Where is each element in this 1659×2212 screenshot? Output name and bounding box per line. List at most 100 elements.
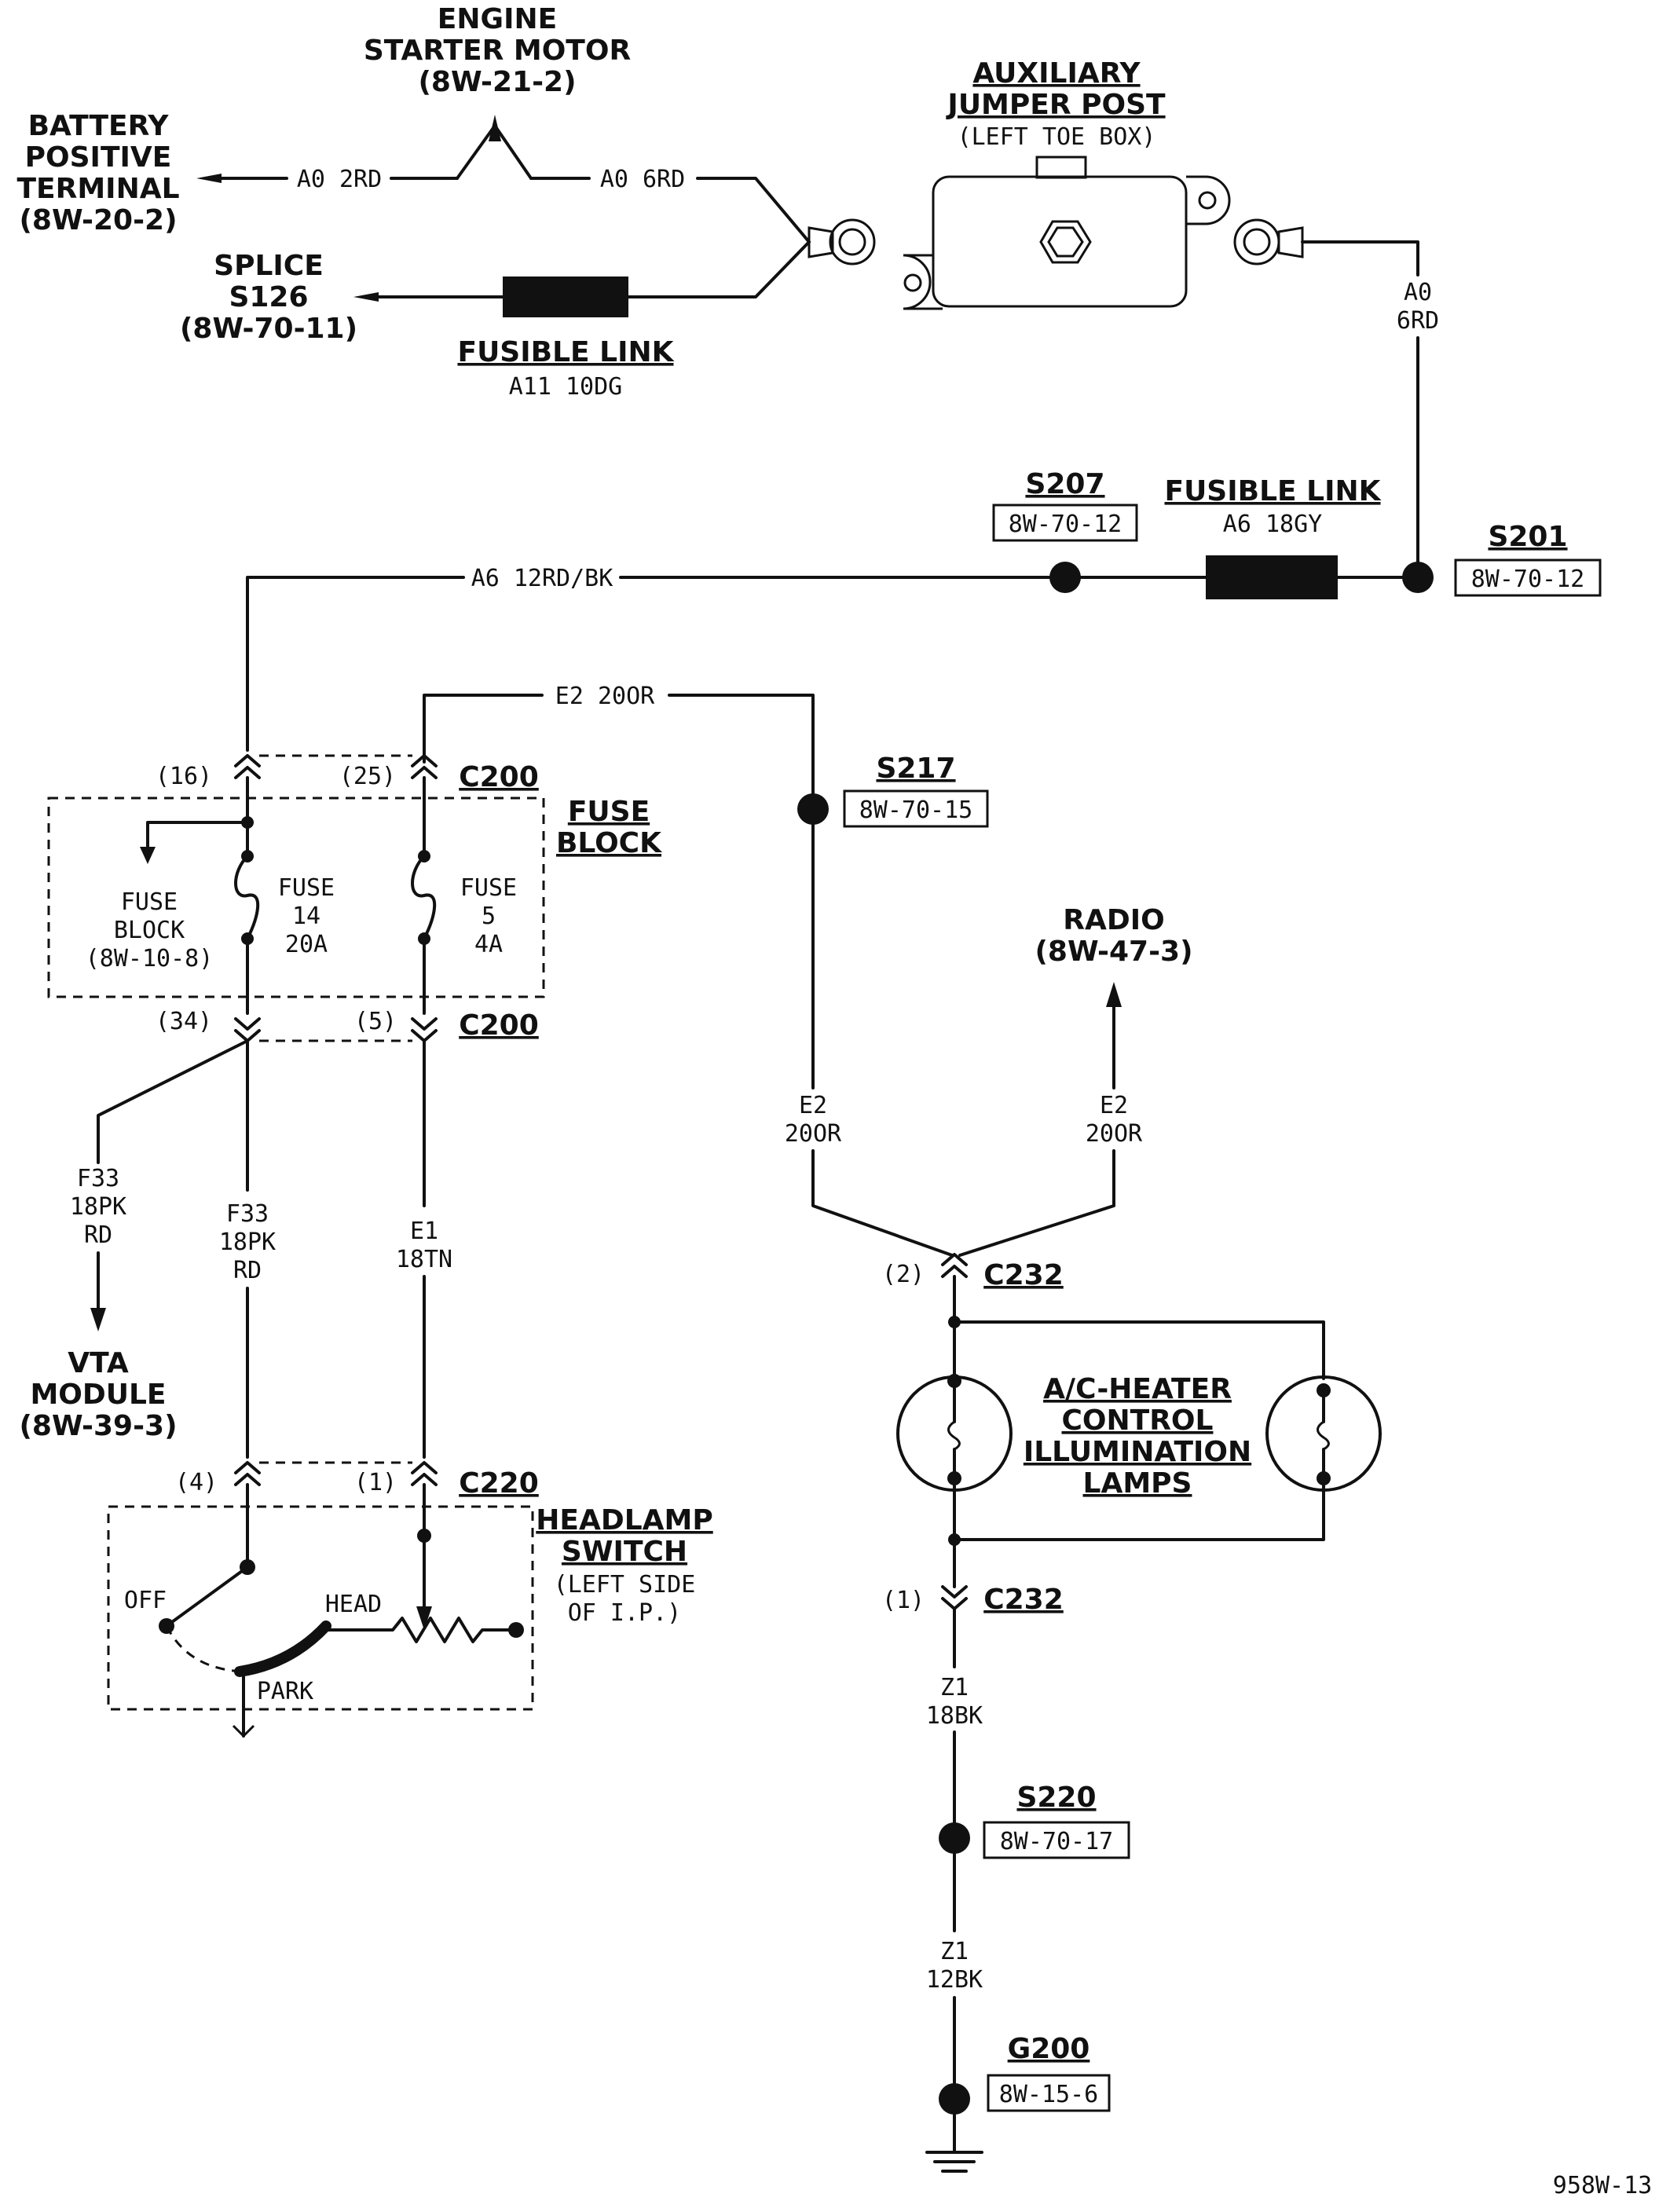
wire-z1-12bk: Z1 12BK (926, 1837, 983, 2100)
svg-text:(5): (5) (354, 1008, 397, 1035)
vta-module-label: VTA MODULE (8W-39-3) (19, 1347, 177, 1442)
svg-text:8W-70-12: 8W-70-12 (1009, 511, 1122, 538)
svg-text:S201: S201 (1488, 521, 1567, 553)
svg-text:VTA: VTA (68, 1347, 129, 1379)
svg-text:18BK: 18BK (926, 1702, 983, 1730)
svg-text:E2: E2 (799, 1092, 827, 1119)
svg-text:BLOCK: BLOCK (556, 827, 662, 859)
svg-text:(34): (34) (156, 1008, 212, 1035)
svg-text:6RD: 6RD (1397, 307, 1439, 335)
headlamp-switch: HEADLAMP SWITCH (LEFT SIDE OF I.P.) OFF … (107, 1483, 713, 1738)
svg-text:E2: E2 (1100, 1092, 1128, 1119)
svg-text:S126: S126 (229, 281, 308, 313)
svg-text:FUSE: FUSE (568, 796, 650, 828)
wire-a0-2rd: A0 2RD A0 6RD (196, 115, 811, 244)
svg-text:A11 10DG: A11 10DG (509, 373, 623, 401)
svg-text:18PK: 18PK (219, 1229, 276, 1256)
svg-text:(LEFT TOE BOX): (LEFT TOE BOX) (958, 123, 1156, 151)
svg-text:(25): (25) (339, 763, 396, 790)
svg-text:F33: F33 (226, 1200, 269, 1228)
wire-a0-6rd-vertical: A0 6RD (1301, 240, 1439, 579)
svg-text:CONTROL: CONTROL (1062, 1404, 1214, 1437)
wire-e1-18tn: E1 18TN (396, 1039, 452, 1459)
svg-text:20A: 20A (285, 931, 328, 958)
svg-text:OFF: OFF (124, 1587, 167, 1614)
svg-text:12BK: 12BK (926, 1966, 983, 1994)
svg-text:BLOCK: BLOCK (114, 917, 185, 944)
svg-text:G200: G200 (1008, 2033, 1090, 2065)
svg-text:S220: S220 (1016, 1782, 1096, 1814)
fusible-link-a6: FUSIBLE LINK A6 18GY (1064, 475, 1419, 599)
svg-text:FUSE: FUSE (121, 888, 178, 916)
svg-text:18TN: 18TN (396, 1246, 452, 1273)
svg-text:(8W-39-3): (8W-39-3) (19, 1410, 177, 1442)
svg-text:A0 2RD: A0 2RD (297, 166, 382, 193)
aux-jumper-post-icon (903, 156, 1231, 310)
ground-icon (925, 2151, 983, 2173)
page-code: 958W-13 (1553, 2172, 1652, 2199)
svg-text:C232: C232 (983, 1259, 1064, 1291)
svg-text:F33: F33 (77, 1165, 119, 1192)
svg-text:MODULE: MODULE (30, 1379, 166, 1411)
connector-c232-bottom: (1) C232 (882, 1538, 1064, 1616)
svg-text:A0 6RD: A0 6RD (600, 166, 685, 193)
wire-e2-radio: E2 20OR (958, 982, 1143, 1257)
svg-text:JUMPER POST: JUMPER POST (945, 89, 1166, 121)
svg-text:SPLICE: SPLICE (214, 250, 324, 282)
svg-text:Z1: Z1 (940, 1938, 969, 1965)
svg-text:RADIO: RADIO (1063, 904, 1164, 936)
svg-text:A0: A0 (1404, 279, 1432, 306)
ring-terminal-left-icon (808, 218, 876, 266)
connector-c232-top: (2) C232 (882, 1253, 1064, 1291)
connector-c200-top: (16) (25) C200 (156, 754, 539, 793)
svg-text:POSITIVE: POSITIVE (25, 141, 172, 174)
svg-text:4A: 4A (474, 931, 503, 958)
svg-text:18PK: 18PK (70, 1193, 126, 1221)
battery-positive-label: BATTERY POSITIVE TERMINAL (8W-20-2) (16, 110, 179, 236)
splice-s217: S217 8W-70-15 (797, 753, 989, 828)
wire-a6-12rdbk: A6 12RD/BK (246, 565, 1067, 752)
svg-text:FUSE: FUSE (460, 874, 517, 902)
svg-text:PARK: PARK (257, 1678, 313, 1705)
svg-text:(1): (1) (354, 1469, 397, 1496)
aux-jumper-post-label: AUXILIARY JUMPER POST (LEFT TOE BOX) (945, 57, 1166, 151)
wire-z1-18bk: Z1 18BK (926, 1607, 983, 1840)
svg-text:14: 14 (292, 903, 320, 930)
svg-text:S217: S217 (876, 753, 955, 785)
svg-text:(8W-21-2): (8W-21-2) (418, 66, 576, 98)
wire-e2-left: E2 20OR (785, 808, 954, 1257)
svg-text:20OR: 20OR (785, 1120, 842, 1148)
svg-text:5: 5 (482, 903, 496, 930)
svg-text:(8W-70-11): (8W-70-11) (180, 313, 357, 345)
svg-text:A6 12RD/BK: A6 12RD/BK (471, 565, 613, 592)
svg-text:C220: C220 (459, 1467, 539, 1500)
svg-text:FUSIBLE LINK: FUSIBLE LINK (1164, 475, 1381, 507)
svg-text:ENGINE: ENGINE (438, 3, 557, 35)
svg-text:(8W-10-8): (8W-10-8) (86, 945, 214, 972)
svg-text:(2): (2) (882, 1261, 925, 1288)
ring-terminal-right-icon (1233, 218, 1304, 266)
svg-text:(16): (16) (156, 763, 212, 790)
svg-text:ILLUMINATION: ILLUMINATION (1024, 1436, 1251, 1468)
svg-text:FUSIBLE LINK: FUSIBLE LINK (457, 336, 674, 368)
svg-text:(LEFT SIDE: (LEFT SIDE (554, 1571, 696, 1599)
svg-text:(4): (4) (175, 1469, 218, 1496)
svg-text:20OR: 20OR (1086, 1120, 1143, 1148)
svg-text:FUSE: FUSE (278, 874, 335, 902)
svg-text:(1): (1) (882, 1587, 925, 1614)
connector-c220: (4) (1) C220 (175, 1461, 539, 1500)
splice-s220: S220 8W-70-17 (939, 1782, 1130, 1859)
wire-e2-20or: E2 20OR (423, 683, 815, 811)
svg-text:SWITCH: SWITCH (562, 1536, 687, 1568)
splice-s126-label: SPLICE S126 (8W-70-11) (180, 250, 357, 345)
radio-label: RADIO (8W-47-3) (1035, 904, 1192, 968)
svg-text:RD: RD (233, 1257, 262, 1284)
svg-text:8W-70-15: 8W-70-15 (859, 797, 973, 824)
svg-text:STARTER MOTOR: STARTER MOTOR (364, 35, 631, 67)
svg-text:C232: C232 (983, 1584, 1064, 1616)
svg-text:LAMPS: LAMPS (1083, 1467, 1192, 1500)
svg-text:A6 18GY: A6 18GY (1223, 511, 1322, 538)
svg-text:A/C-HEATER: A/C-HEATER (1043, 1373, 1232, 1405)
svg-text:RD: RD (84, 1221, 112, 1249)
svg-text:8W-70-17: 8W-70-17 (1000, 1828, 1114, 1855)
